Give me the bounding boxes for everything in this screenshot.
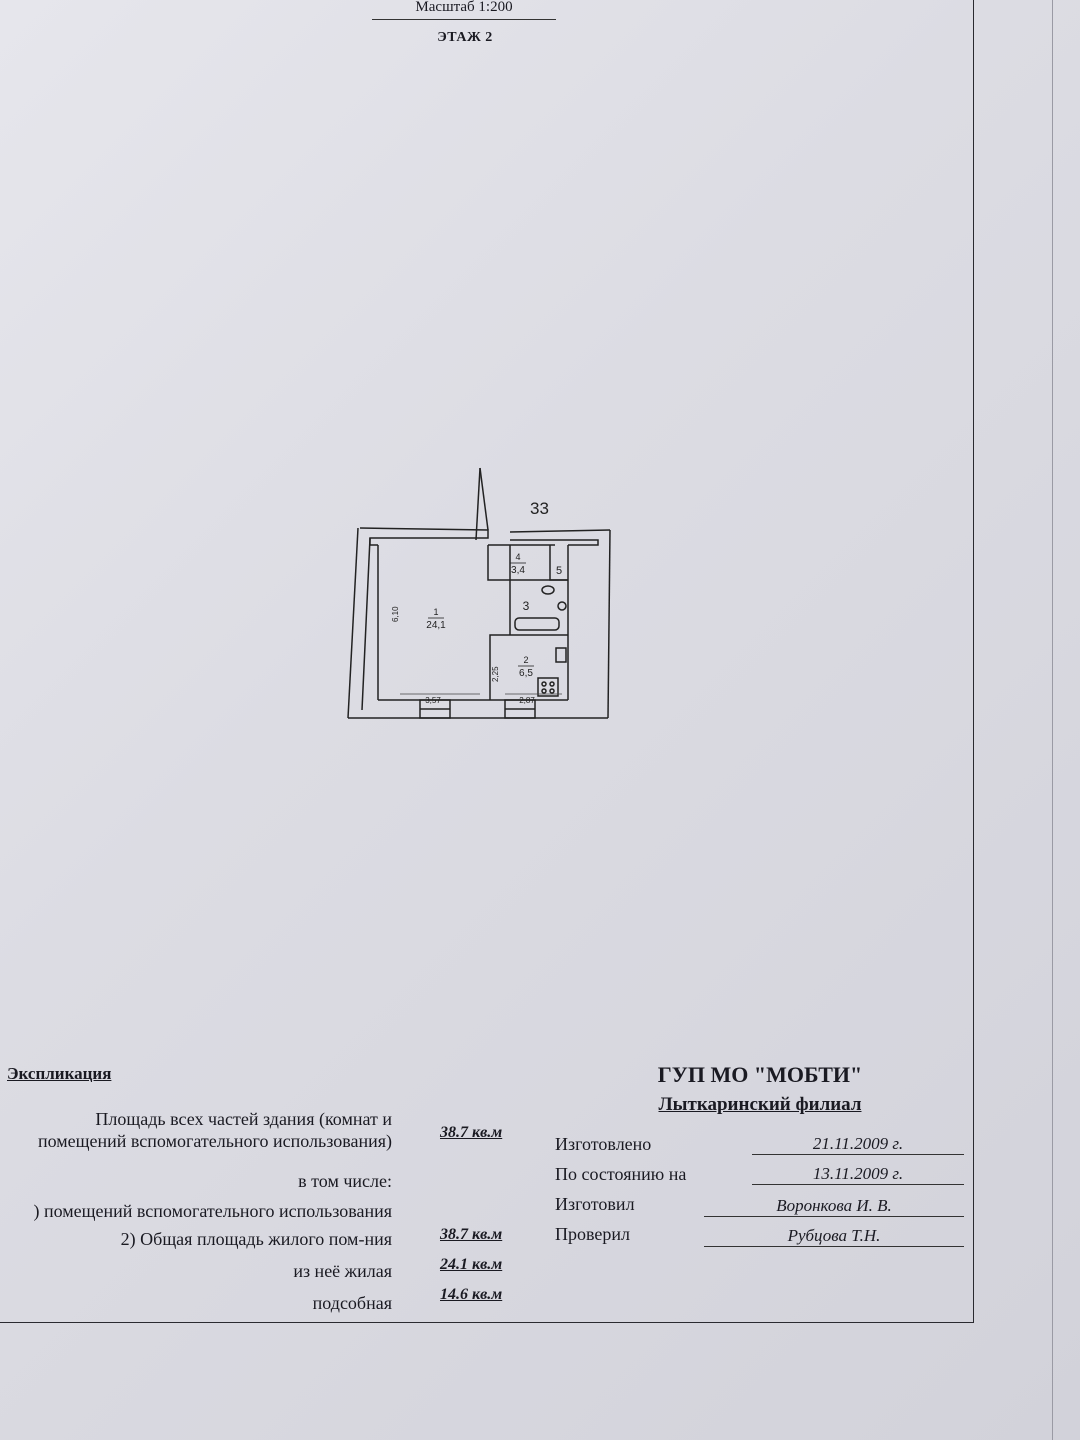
floor-plan: 33 1 24,1 2 6,5 3 4 3,4 5 6,10 3,57 2,87… [347,467,611,719]
maker-value: Воронкова И. В. [704,1196,964,1217]
room-5-number: 5 [556,565,562,577]
utility-label: подсобная [312,1293,392,1313]
room-4-area: 3,4 [511,565,525,576]
total-area-value: 38.7 кв.м [440,1124,503,1141]
room-1-area: 24,1 [426,620,446,631]
maker-label: Изготовил [555,1194,635,1214]
living-value: 24.1 кв.м [440,1256,503,1273]
aux-area-label: ) помещений вспомогательного использован… [33,1201,392,1221]
state-label: По состоянию на [555,1164,687,1184]
living-total-label: 2) Общая площадь жилого пом-ния [120,1229,392,1249]
page-edge [1052,0,1053,1440]
frame-right-border [973,0,974,1322]
total-area-label-1: Площадь всех частей здания (комнат и [95,1109,392,1129]
branch-name: Лыткаринский филиал [658,1094,862,1115]
apartment-number: 33 [530,499,549,518]
state-value: 13.11.2009 г. [752,1164,964,1185]
total-area-label-2: помещений вспомогательного использования… [37,1131,392,1151]
organization-name: ГУП МО "МОБТИ" [657,1062,863,1087]
explication-title: Экспликация [7,1064,112,1083]
walls [347,467,611,719]
floor-label: ЭТАЖ 2 [437,30,493,45]
utility-value: 14.6 кв.м [440,1286,503,1303]
room-2-number: 2 [523,655,528,665]
room-4-number: 4 [515,552,520,562]
including-label: в том числе: [298,1171,392,1191]
dimension-width-kitchen: 2,87 [519,696,535,705]
living-label: из неё жилая [293,1261,392,1281]
room-2-area: 6,5 [519,668,533,679]
made-label: Изготовлено [555,1134,652,1154]
checker-label: Проверил [555,1224,630,1244]
frame-bottom-border [0,1322,974,1323]
made-value: 21.11.2009 г. [752,1134,964,1155]
checker-value: Рубцова Т.Н. [704,1226,964,1247]
dimension-height-kitchen: 2,25 [491,666,500,682]
room-1-number: 1 [433,607,438,617]
dimension-width-room1: 3,57 [425,696,441,705]
scale-label: Масштаб 1:200 [372,0,556,20]
room-3-number: 3 [523,599,530,613]
living-total-value: 38.7 кв.м [440,1226,503,1243]
dimension-height-left: 6,10 [391,606,400,622]
